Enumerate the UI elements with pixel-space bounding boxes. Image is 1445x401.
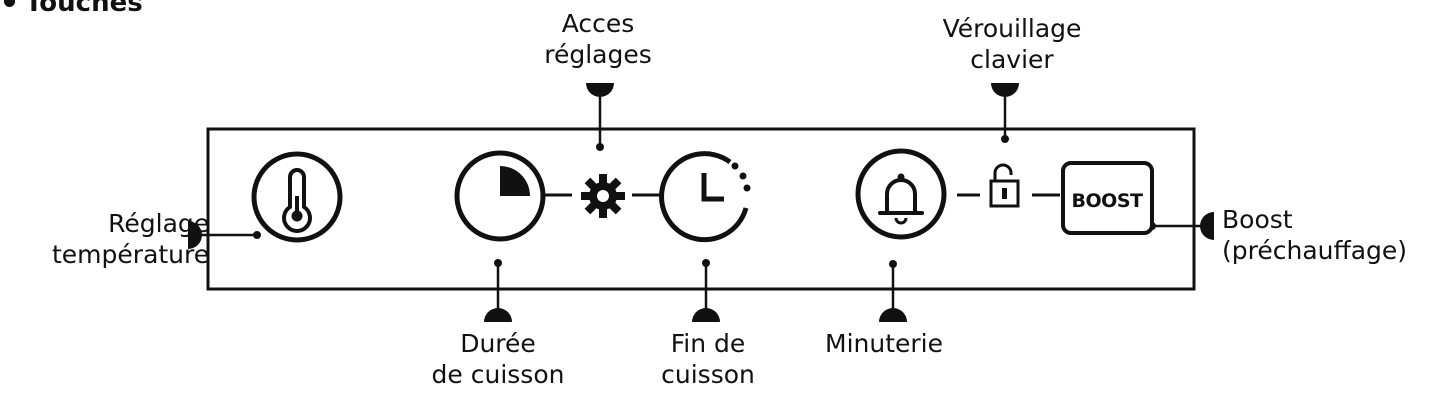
callout-boost: Boost (préchauffage) bbox=[1222, 204, 1407, 266]
gear-icon bbox=[581, 174, 625, 218]
settings-key[interactable] bbox=[581, 174, 625, 218]
temperature-key[interactable] bbox=[251, 151, 343, 243]
callout-boost-line2: (préchauffage) bbox=[1222, 236, 1408, 265]
callout-end-line1: Fin de bbox=[670, 329, 746, 358]
unlocked-padlock-icon bbox=[989, 163, 1020, 208]
leader-temperature bbox=[188, 221, 261, 249]
callout-end-line2: cuisson bbox=[661, 360, 755, 389]
end-key[interactable] bbox=[659, 151, 751, 243]
callout-settings: Acces réglages bbox=[544, 8, 652, 70]
leader-boost bbox=[1148, 212, 1214, 240]
duration-key[interactable] bbox=[454, 150, 546, 242]
callout-duration-line1: Durée bbox=[460, 329, 536, 358]
bell-icon bbox=[878, 173, 924, 225]
timer-key[interactable] bbox=[855, 148, 947, 240]
callout-boost-line1: Boost bbox=[1222, 205, 1293, 234]
leader-duration bbox=[484, 259, 512, 322]
leader-end bbox=[692, 259, 720, 322]
bullet-icon bbox=[4, 0, 15, 7]
section-heading-text: Touches bbox=[25, 0, 143, 18]
callout-lock: Vérouillage clavier bbox=[943, 13, 1082, 75]
callout-settings-line1: Acces bbox=[561, 9, 635, 38]
callout-timer: Minuterie bbox=[825, 328, 943, 359]
callout-settings-line2: réglages bbox=[544, 40, 652, 69]
leader-settings bbox=[586, 83, 614, 151]
callout-lock-line2: clavier bbox=[970, 45, 1054, 74]
callout-duration-line2: de cuisson bbox=[431, 360, 565, 389]
leader-lock bbox=[991, 83, 1019, 143]
callout-temperature-line2: température bbox=[52, 240, 210, 269]
boost-key[interactable]: BOOST bbox=[1061, 161, 1154, 235]
section-heading: Touches bbox=[4, 0, 143, 18]
leader-timer bbox=[879, 260, 907, 322]
boost-key-label: BOOST bbox=[1072, 190, 1143, 212]
clock-icon bbox=[701, 162, 751, 202]
callout-timer-line1: Minuterie bbox=[825, 329, 943, 358]
callout-lock-line1: Vérouillage bbox=[942, 14, 1082, 43]
callout-duration: Durée de cuisson bbox=[432, 328, 565, 390]
panel-frame bbox=[206, 127, 1196, 291]
thermometer-icon bbox=[282, 168, 312, 233]
lock-key[interactable] bbox=[989, 163, 1020, 208]
pie-timer-icon bbox=[500, 166, 530, 196]
callout-end: Fin de cuisson bbox=[661, 328, 755, 390]
